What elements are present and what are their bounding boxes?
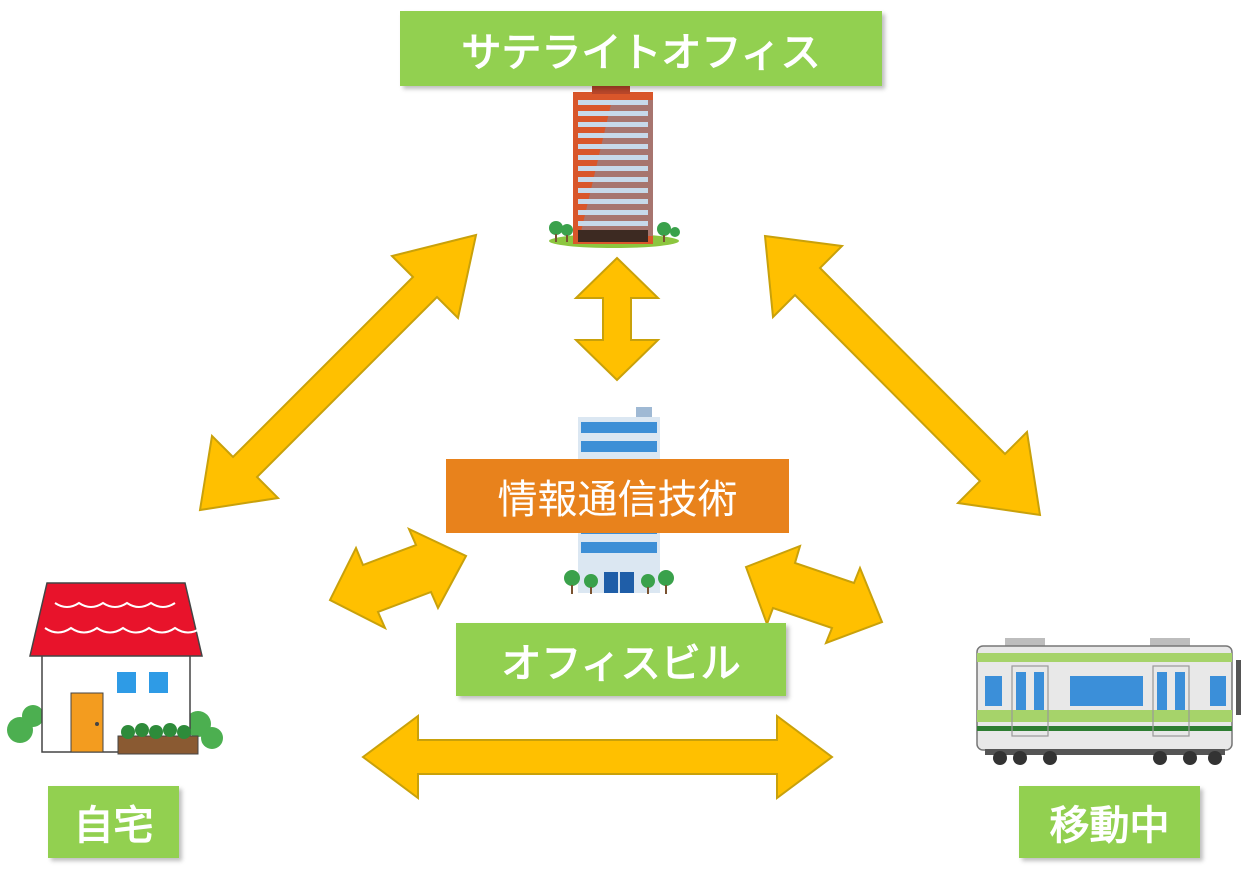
arrow-office-building-mobile	[744, 544, 884, 645]
arrow-satellite-home	[198, 233, 478, 512]
home-label: 自宅	[48, 786, 179, 858]
arrow-satellite-office-building	[573, 256, 661, 382]
mobile-label: 移動中	[1019, 786, 1200, 858]
satellite-office-label: サテライトオフィス	[400, 11, 882, 86]
ict-label: 情報通信技術	[446, 459, 789, 533]
arrow-satellite-mobile	[763, 234, 1042, 517]
arrow-home-office-building	[328, 526, 468, 631]
arrow-home-mobile	[361, 714, 834, 800]
office-building-label: オフィスビル	[456, 623, 786, 696]
